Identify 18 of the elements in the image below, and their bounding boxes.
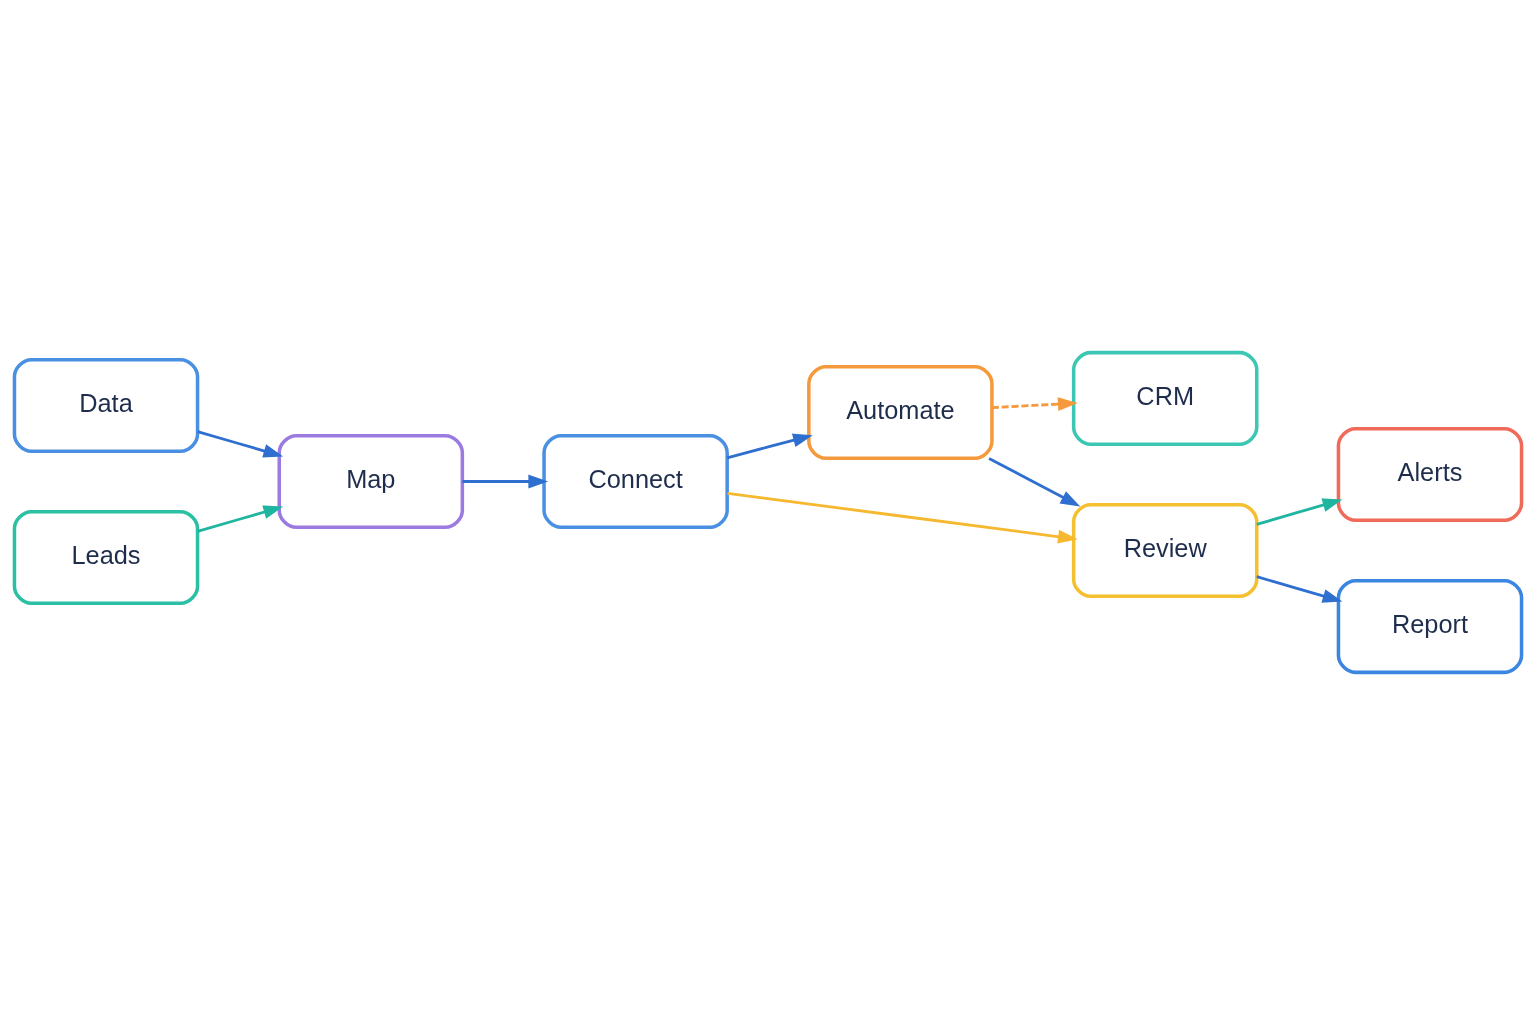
arrow — [197, 504, 284, 533]
node-box: Report — [1336, 578, 1524, 674]
arrow — [726, 433, 813, 459]
node-box: Data — [12, 357, 200, 453]
arrow — [1256, 497, 1343, 526]
node-box: Leads — [12, 509, 200, 605]
node-box: Map — [277, 433, 465, 529]
node-box: Alerts — [1336, 426, 1524, 522]
arrow — [727, 491, 1078, 544]
arrow — [991, 396, 1078, 411]
node-box: Review — [1071, 502, 1259, 598]
node-box: Connect — [542, 433, 729, 529]
arrow — [1256, 574, 1343, 603]
node-box: CRM — [1071, 350, 1259, 446]
node-box: Automate — [807, 364, 994, 460]
arrow — [462, 474, 549, 488]
arrow — [197, 429, 284, 458]
arrow — [988, 456, 1081, 506]
